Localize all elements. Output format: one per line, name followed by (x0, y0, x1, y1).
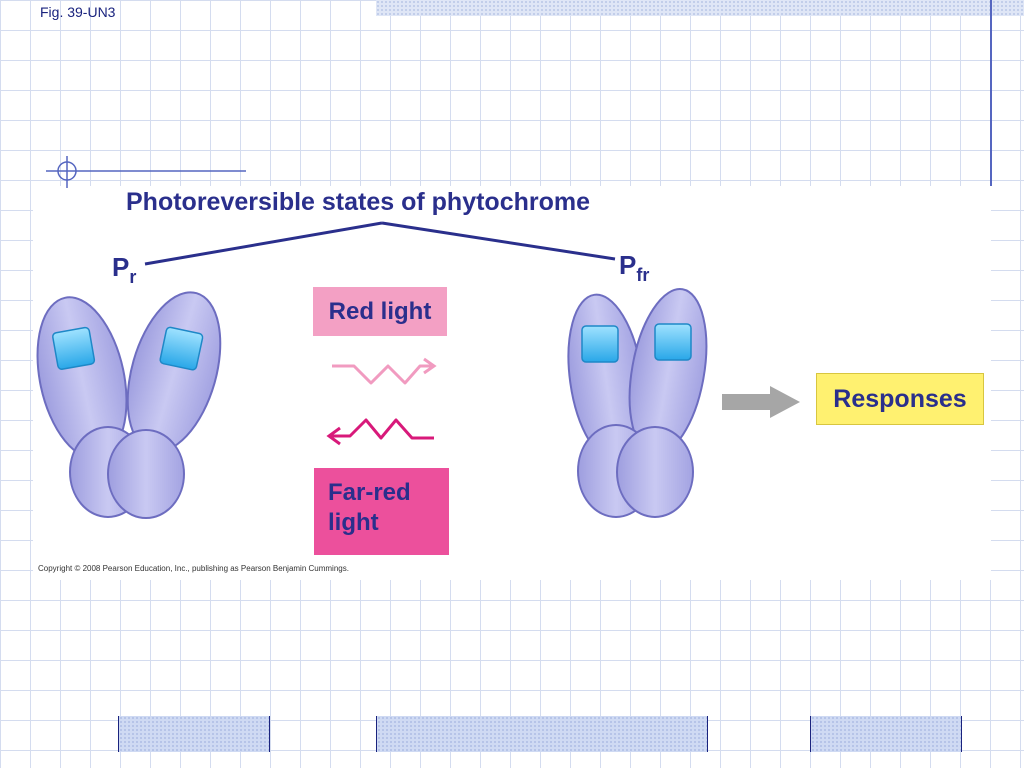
pfr-label-main: P (619, 250, 637, 280)
responses-box: Responses (816, 373, 984, 425)
bottom-band-left (118, 716, 270, 752)
red-light-box: Red light (313, 287, 447, 336)
phytochrome-pfr-icon (567, 288, 708, 518)
crosshair-icon (46, 156, 246, 188)
far-red-light-box: Far-red light (314, 468, 449, 555)
bottom-band-right (810, 716, 962, 752)
pr-label-main: P (112, 252, 130, 282)
title-connector-lines (144, 221, 616, 266)
top-decorative-band (376, 0, 1024, 16)
diagram-title: Photoreversible states of phytochrome (126, 188, 591, 216)
pr-label-sub: r (129, 267, 137, 287)
pr-label: Pr (112, 252, 136, 287)
right-decorative-line (990, 0, 992, 186)
far-red-light-label: Far-red light (328, 479, 411, 536)
pfr-label-sub: fr (636, 265, 650, 285)
red-light-label: Red light (328, 297, 432, 325)
phytochrome-pr-icon (36, 291, 222, 519)
red-wave-arrow-icon (332, 357, 437, 385)
responses-label: Responses (833, 384, 967, 413)
gray-arrow-icon (722, 386, 800, 418)
copyright-notice: Copyright © 2008 Pearson Education, Inc.… (38, 564, 349, 573)
figure-label: Fig. 39-UN3 (40, 4, 116, 20)
pfr-label: Pfr (619, 250, 649, 285)
bottom-band-center (376, 716, 708, 752)
far-red-wave-arrow-icon (326, 418, 434, 446)
